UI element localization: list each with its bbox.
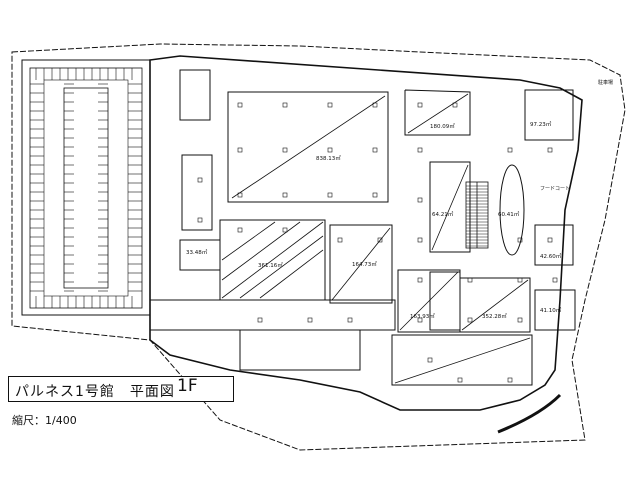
site-boundary: [11, 43, 626, 451]
area-label: 352.28㎡: [482, 312, 507, 320]
column-marker: [417, 317, 423, 323]
column-marker: [307, 317, 313, 323]
column-marker: [282, 147, 288, 153]
scale-label: 縮尺：1/400: [12, 414, 77, 427]
area-label: 64.21㎡: [432, 210, 454, 218]
food-court-label: フードコート: [540, 186, 570, 192]
column-marker: [237, 192, 243, 198]
area-label: 60.41㎡: [498, 210, 520, 218]
column-marker: [417, 237, 423, 243]
area-label: 164.73㎡: [352, 260, 377, 268]
column-marker: [417, 147, 423, 153]
room-partitions: [149, 69, 576, 386]
diagonal-lines: [221, 93, 531, 384]
area-label: 838.13㎡: [316, 154, 341, 162]
parking-area: [21, 59, 151, 316]
column-marker: [347, 317, 353, 323]
column-marker: [372, 192, 378, 198]
column-marker: [417, 277, 423, 283]
column-marker: [507, 377, 513, 383]
area-label: 361.16㎡: [258, 261, 283, 269]
column-marker: [282, 227, 288, 233]
column-marker: [517, 317, 523, 323]
area-label: 42.60㎡: [540, 252, 562, 260]
escalator-steps: [466, 185, 488, 247]
column-marker: [457, 377, 463, 383]
column-marker: [337, 237, 343, 243]
column-marker: [517, 277, 523, 283]
column-marker: [237, 102, 243, 108]
column-marker: [327, 192, 333, 198]
building-outline: [149, 55, 583, 411]
column-marker: [327, 147, 333, 153]
column-marker: [517, 237, 523, 243]
column-marker: [377, 237, 383, 243]
column-marker: [327, 102, 333, 108]
column-marker: [507, 147, 513, 153]
area-label: 180.09㎡: [430, 122, 455, 130]
column-marker: [282, 192, 288, 198]
ramp: [497, 393, 562, 434]
column-marker: [547, 237, 553, 243]
column-marker: [552, 277, 558, 283]
column-marker: [417, 102, 423, 108]
area-label: 97.23㎡: [530, 120, 552, 128]
column-marker: [257, 317, 263, 323]
column-marker: [237, 147, 243, 153]
area-label: 33.48㎡: [186, 248, 208, 256]
column-marker: [467, 317, 473, 323]
column-marker: [467, 277, 473, 283]
area-label: 41.10㎡: [540, 306, 562, 314]
area-label: 163.93㎡: [410, 312, 435, 320]
column-marker: [547, 147, 553, 153]
column-marker: [427, 357, 433, 363]
column-marker: [372, 147, 378, 153]
corner-label: 駐車場: [598, 79, 613, 86]
title-box: パルネス1号館 平面図: [8, 376, 234, 402]
column-marker: [282, 102, 288, 108]
parking-stalls: [30, 68, 142, 308]
column-marker: [372, 102, 378, 108]
plan-title: パルネス1号館 平面図: [15, 384, 175, 400]
column-marker: [197, 217, 203, 223]
column-markers: [197, 102, 558, 383]
column-marker: [237, 227, 243, 233]
floor-label: 1F: [177, 376, 198, 396]
column-marker: [197, 177, 203, 183]
column-marker: [452, 102, 458, 108]
column-marker: [417, 197, 423, 203]
